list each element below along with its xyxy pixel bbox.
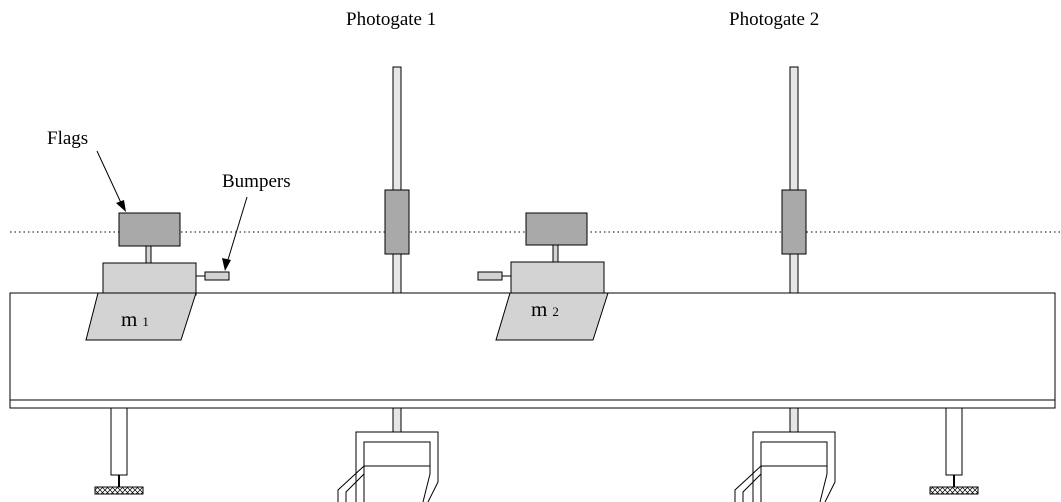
photogate-1-sensor: [384, 189, 410, 255]
flags-label: Flags: [47, 128, 88, 149]
right-foot-pad: [929, 486, 979, 495]
photogate-1-stand: [337, 407, 439, 502]
cart-m1-flag: [118, 212, 181, 247]
bumpers-arrow: [222, 196, 248, 271]
cart-m1-body: [102, 262, 197, 296]
photogate-1: [384, 66, 410, 294]
cart-m1-skirt: [85, 292, 197, 341]
right-leg: [929, 407, 979, 495]
cart-m1-bumper: [204, 271, 230, 281]
photogate-1-post: [392, 66, 402, 294]
flags-arrow: [96, 150, 126, 212]
left-leg: [94, 407, 144, 495]
cart-m2-flag-stem: [552, 244, 559, 263]
photogate-2: [781, 66, 807, 294]
bumpers-label: Bumpers: [222, 171, 291, 192]
track-base: [9, 399, 1056, 409]
photogate-2-label: Photogate 2: [729, 9, 819, 30]
cart-m2-flag: [525, 212, 588, 246]
cart-m2-bumper: [477, 271, 503, 281]
left-foot-pad: [94, 486, 144, 495]
cart-m2-skirt: [495, 292, 609, 341]
cart-m2-body: [510, 261, 605, 295]
cart-m1-flag-stem: [145, 245, 152, 264]
photogate-2-post: [789, 66, 799, 294]
photogate-2-sensor: [781, 189, 807, 255]
photogate-1-label: Photogate 1: [346, 9, 436, 30]
photogate-2-stand: [734, 407, 836, 502]
